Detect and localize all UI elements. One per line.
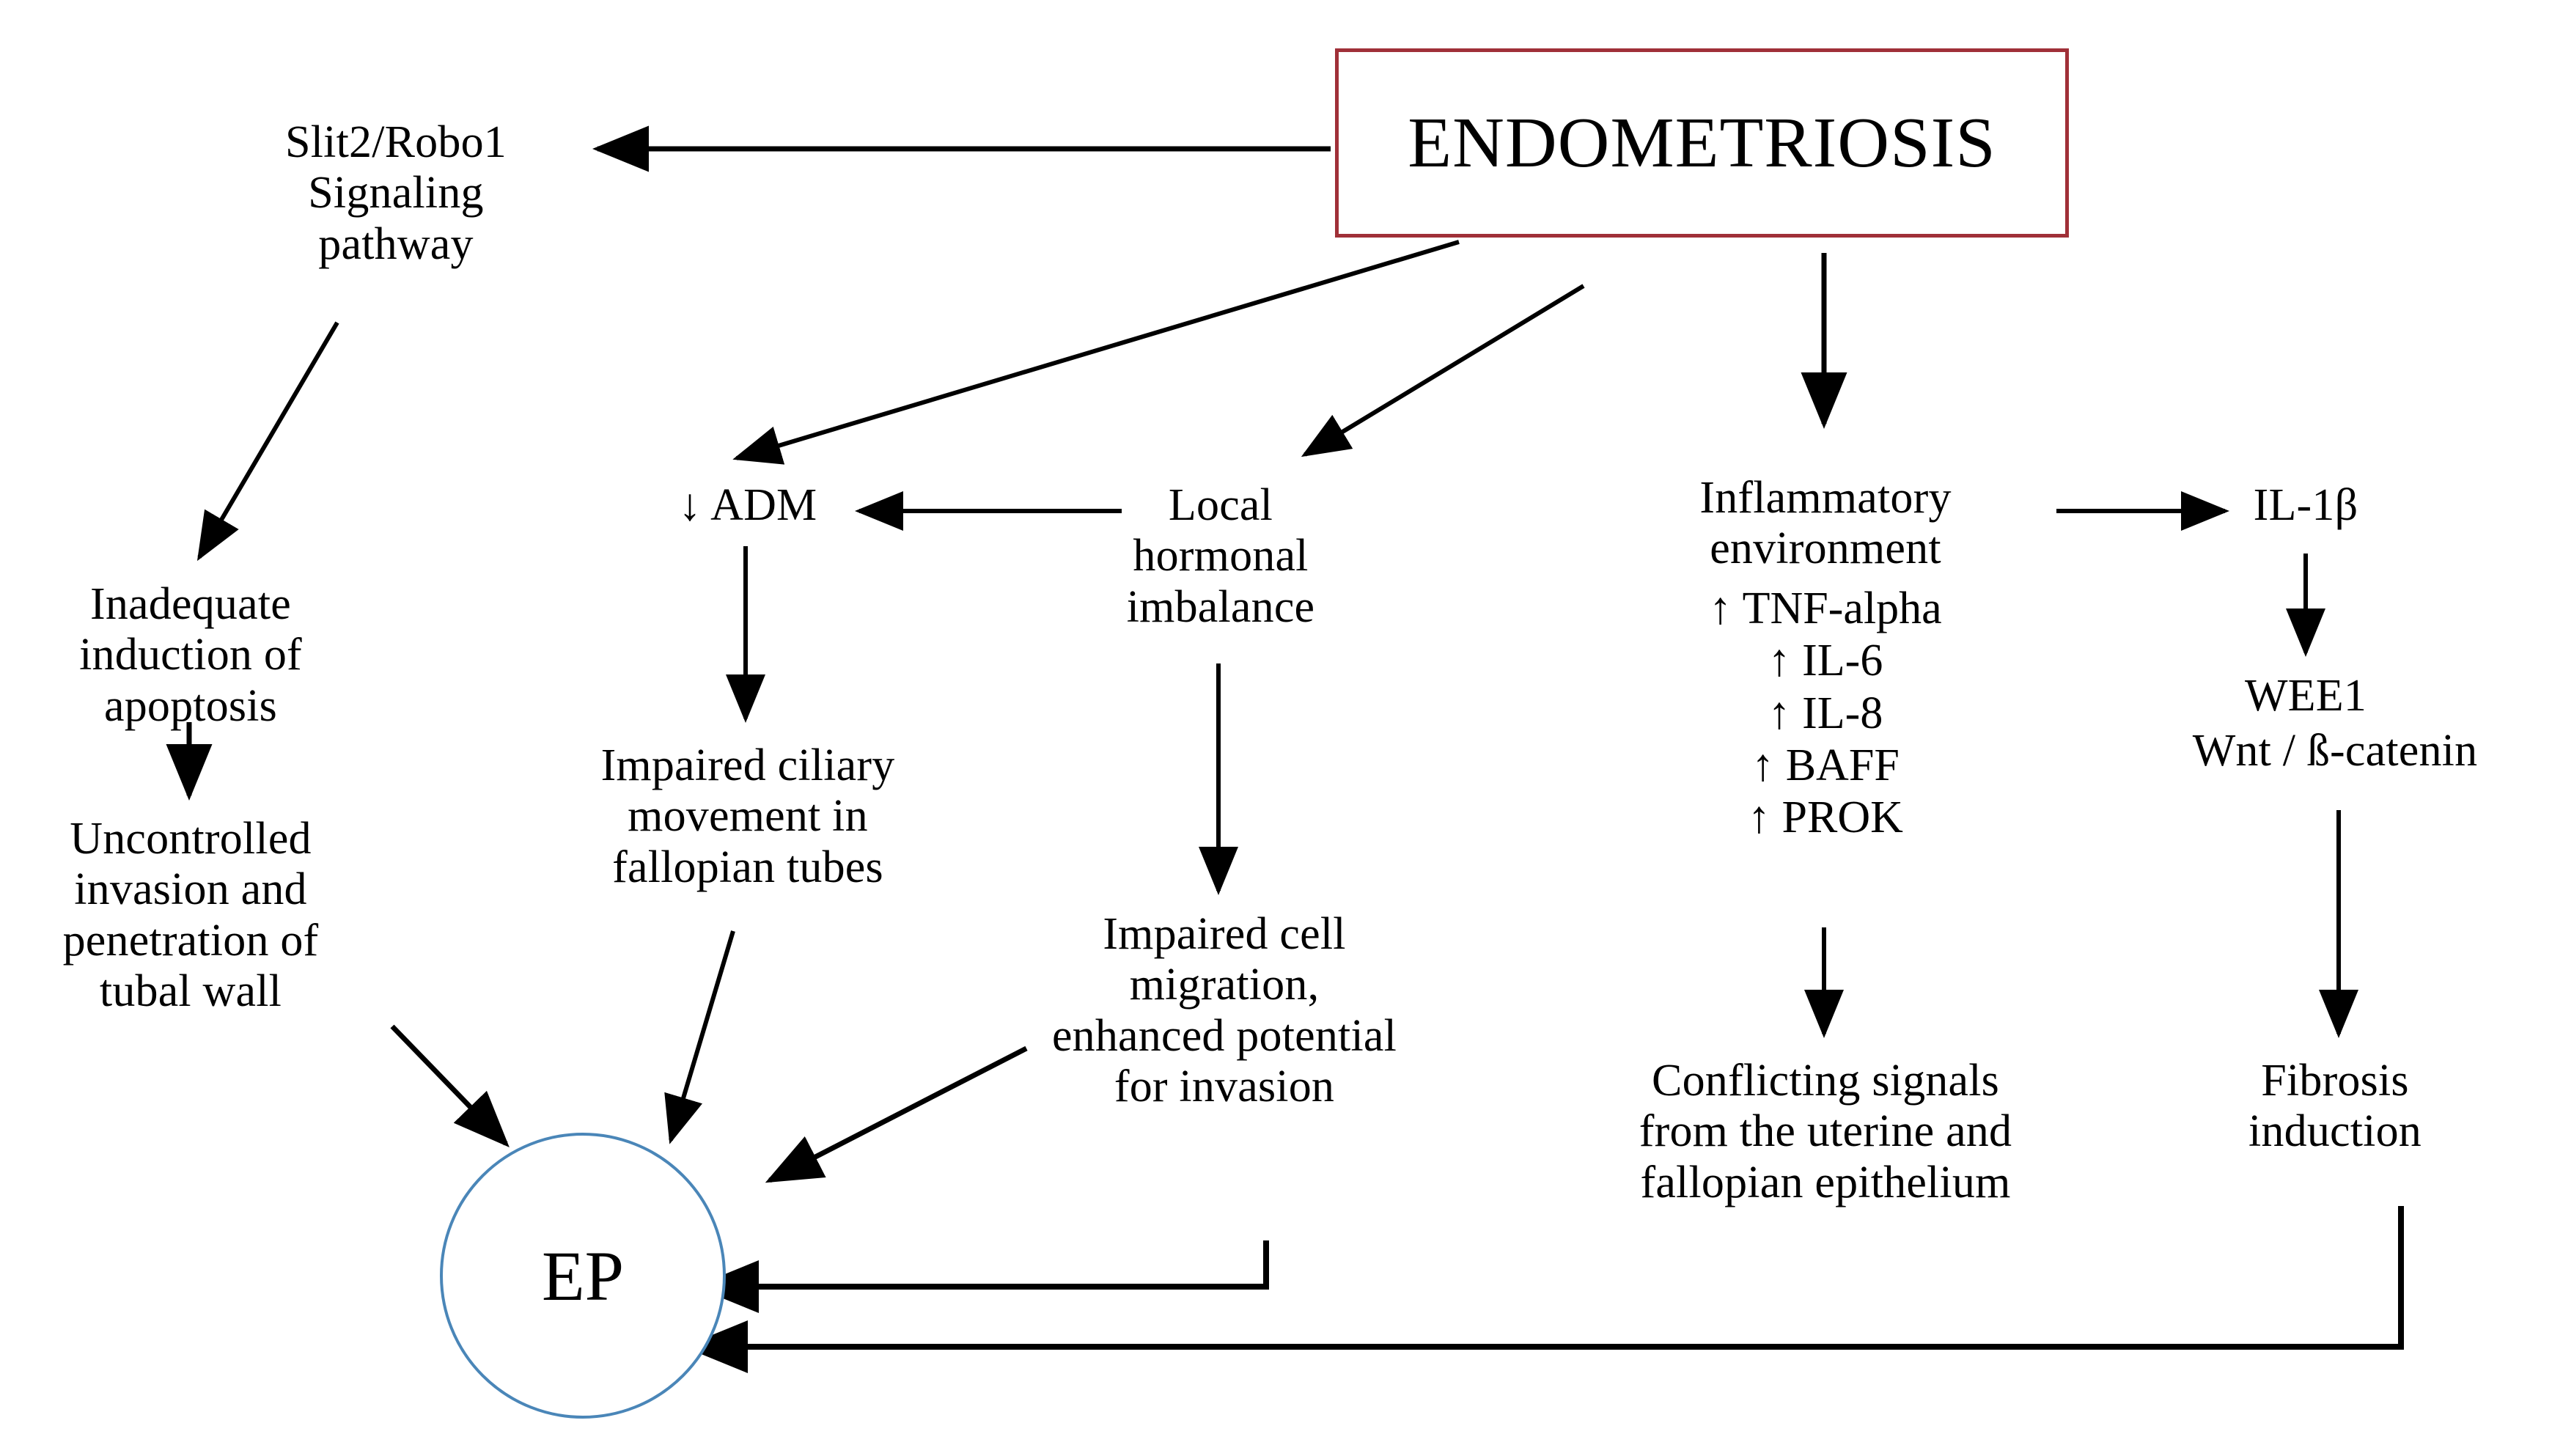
marker-tnf-alpha: ↑ TNF-alpha: [1709, 584, 1942, 633]
edge-slit2-to-inadequate-apoptosis: [196, 321, 339, 562]
endometriosis-label: ENDOMETRIOSIS: [1408, 103, 1996, 183]
edge-uncontrolled-invasion-to-ep: [390, 1024, 510, 1148]
edge-impaired-ciliary-to-ep: [664, 930, 735, 1144]
node-adm: ↓ ADM: [678, 480, 817, 530]
node-il1b: IL-1β: [2253, 480, 2358, 530]
node-uncontrolled-invasion: Uncontrolled invasion and penetration of…: [62, 814, 319, 1017]
marker-baff: ↑ BAFF: [1751, 740, 1900, 790]
node-slit2-robo1: Slit2/Robo1 Signaling pathway: [285, 117, 507, 269]
node-local-hormonal: Local hormonal imbalance: [1126, 480, 1315, 632]
edge-impaired-migration-to-ep: [765, 1045, 1028, 1183]
edge-conflicting-signals-to-ep: [694, 1240, 1269, 1313]
node-wee1: WEE1: [2244, 671, 2367, 721]
marker-prok: ↑ PROK: [1748, 793, 1903, 843]
edge-endometriosis-to-local-hormonal: [1301, 284, 1585, 457]
endometriosis-title-box: ENDOMETRIOSIS: [1335, 48, 2069, 238]
edge-endometriosis-to-adm: [732, 240, 1460, 465]
edge-fibrosis-to-ep: [683, 1206, 2404, 1373]
node-fibrosis-induction: Fibrosis induction: [2248, 1056, 2422, 1157]
node-conflicting-signals: Conflicting signals from the uterine and…: [1639, 1056, 2012, 1207]
node-inadequate-apoptosis: Inadequate induction of apoptosis: [79, 579, 302, 731]
node-impaired-migration: Impaired cell migration, enhanced potent…: [1051, 909, 1397, 1112]
node-inflammatory-environment: Inflammatory environment: [1699, 473, 1952, 574]
ep-label: EP: [541, 1236, 625, 1315]
marker-il6: ↑ IL-6: [1768, 636, 1883, 686]
node-ep-circle: EP: [440, 1133, 726, 1419]
node-wnt-beta-catenin: Wnt / ß-catenin: [2192, 726, 2478, 776]
inflammatory-marker-list: ↑ TNF-alpha ↑ IL-6 ↑ IL-8 ↑ BAFF ↑ PROK: [1620, 583, 2031, 844]
node-impaired-ciliary: Impaired ciliary movement in fallopian t…: [600, 740, 895, 892]
marker-il8: ↑ IL-8: [1768, 688, 1883, 738]
